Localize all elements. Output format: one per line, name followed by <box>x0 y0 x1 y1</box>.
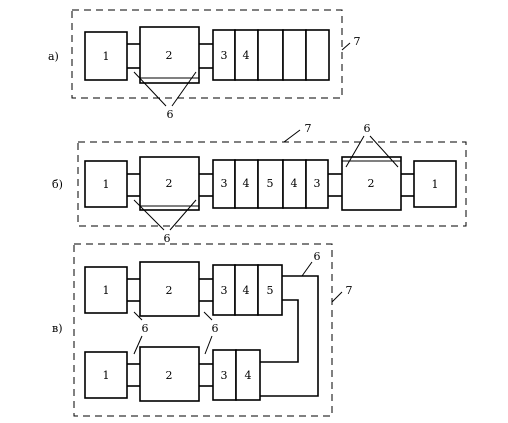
leader-c-7 <box>331 291 343 303</box>
block-b-5-label: 5 <box>267 177 274 190</box>
variant-c: в) 1 2 3 4 5 1 2 3 4 <box>52 243 353 417</box>
leader-c-6-mid-b <box>204 335 213 355</box>
block-c-bot-4-label: 4 <box>245 369 252 382</box>
block-b-2-left <box>139 156 200 211</box>
leader-b-6-right-a <box>345 135 365 168</box>
block-b-3-right-label: 3 <box>314 177 321 190</box>
block-a-1-label: 1 <box>103 50 110 63</box>
callout-c-6-left: 6 <box>142 322 149 335</box>
block-b-2-right-label: 2 <box>368 177 375 190</box>
leader-b-6-right-b <box>369 135 399 168</box>
enclosure-c <box>73 243 333 417</box>
callout-c-6-mid: 6 <box>212 322 219 335</box>
block-a-empty-1 <box>257 29 284 81</box>
leader-a-6-left <box>133 71 167 107</box>
block-b-4-left-label: 4 <box>243 177 250 190</box>
block-c-bot-2-label: 2 <box>166 369 173 382</box>
block-b-4-right-label: 4 <box>291 177 298 190</box>
leader-a-7 <box>341 42 351 51</box>
leader-c-6-left-b <box>133 335 143 355</box>
block-c-bot-1 <box>84 351 128 399</box>
block-c-bot-2 <box>139 346 200 402</box>
callout-c-7: 7 <box>346 284 353 297</box>
block-b-3-right <box>305 159 329 209</box>
leader-b-6-left-a <box>133 199 165 231</box>
enclosure-a <box>71 9 343 99</box>
block-c-top-2 <box>139 261 200 317</box>
callout-b-6-bottom: 6 <box>164 232 171 245</box>
leader-b-6-left-b <box>169 199 197 231</box>
block-a-1 <box>84 31 128 81</box>
leader-c-6-left-a <box>133 311 143 321</box>
block-b-1-left <box>84 160 128 208</box>
block-b-1-right <box>413 160 457 208</box>
block-a-2-label: 2 <box>166 49 173 62</box>
variant-c-letter: в) <box>52 322 62 335</box>
block-a-2 <box>139 26 200 84</box>
variant-b: б) 1 2 3 4 5 4 3 2 1 6 6 7 <box>52 122 467 245</box>
enclosure-b <box>77 141 467 227</box>
block-a-empty-3 <box>305 29 330 81</box>
block-a-empty-2 <box>282 29 307 81</box>
block-b-1-left-label: 1 <box>103 178 110 191</box>
block-c-bot-4 <box>235 349 261 401</box>
block-c-top-5-label: 5 <box>267 284 274 297</box>
variant-a-letter: а) <box>48 50 59 63</box>
block-c-top-1 <box>84 266 128 314</box>
block-c-top-4-label: 4 <box>243 284 250 297</box>
block-c-top-3-label: 3 <box>221 284 228 297</box>
block-b-1-right-label: 1 <box>432 178 439 191</box>
block-b-5 <box>257 159 284 209</box>
variant-b-letter: б) <box>52 178 63 191</box>
callout-b-7: 7 <box>305 122 312 135</box>
leader-a-6-right <box>171 71 197 107</box>
block-a-4-label: 4 <box>243 49 250 62</box>
block-c-top-1-label: 1 <box>103 284 110 297</box>
block-c-top-2-label: 2 <box>166 284 173 297</box>
leader-c-6-mid-a <box>203 311 213 321</box>
block-c-bot-1-label: 1 <box>103 369 110 382</box>
block-c-top-5 <box>257 264 283 316</box>
return-line-outer <box>260 275 319 397</box>
block-b-2-left-label: 2 <box>166 177 173 190</box>
block-a-3-label: 3 <box>221 49 228 62</box>
callout-c-6-top: 6 <box>314 250 321 263</box>
block-b-2-right <box>341 156 402 211</box>
callout-a-7: 7 <box>354 35 361 48</box>
return-line-inner <box>260 299 299 363</box>
block-b-3-left-label: 3 <box>221 177 228 190</box>
variant-a: а) 1 2 3 4 6 7 <box>48 9 361 121</box>
callout-a-6: 6 <box>167 108 174 121</box>
leader-b-7 <box>283 129 301 143</box>
leader-c-6-top <box>301 261 313 277</box>
callout-b-6-top: 6 <box>364 122 371 135</box>
block-c-bot-3-label: 3 <box>221 369 228 382</box>
